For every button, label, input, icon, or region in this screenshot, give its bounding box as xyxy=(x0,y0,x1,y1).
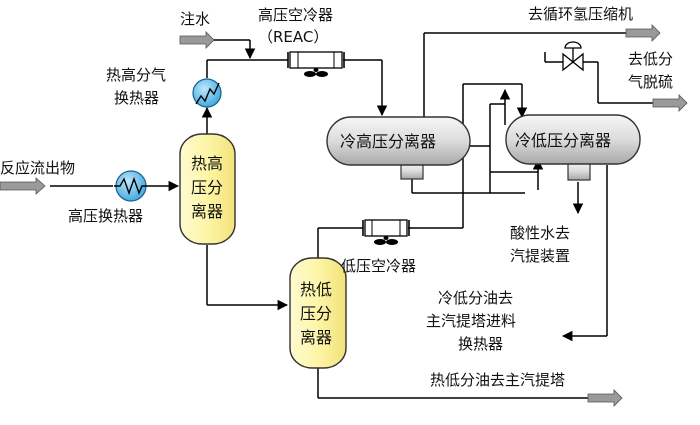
reactor-effluent-label: 反应流出物 xyxy=(0,159,75,177)
hot-lp-separator xyxy=(289,257,347,369)
reac-name-label: 高压空冷器 xyxy=(258,6,333,24)
hp-exchanger xyxy=(114,170,148,202)
hot-lp-separator-label-3: 离器 xyxy=(300,328,332,347)
stream-arrow-icon xyxy=(652,94,688,112)
labels: 注水 高压空冷器 （REAC） 去循环氢压缩机 去低分 气脱硫 热高分气 换热器… xyxy=(0,5,673,389)
cold-lp-separator-label: 冷低压分离器 xyxy=(515,131,611,150)
hot-lp-separator-label-1: 热低 xyxy=(300,280,332,299)
cold-hp-separator xyxy=(326,116,471,180)
air-cooler-icon xyxy=(304,68,328,77)
hot-hp-gas-exchanger-label-2: 换热器 xyxy=(114,89,159,107)
water-injection-label: 注水 xyxy=(180,10,210,28)
lp-air-cooler xyxy=(362,219,410,245)
control-valve-icon xyxy=(562,41,584,72)
hot-hp-gas-exchanger-label-1: 热高分气 xyxy=(106,66,166,84)
sour-water-label-2: 汽提装置 xyxy=(510,247,570,265)
hp-exchanger-label: 高压换热器 xyxy=(68,207,143,225)
cold-hp-separator-label: 冷高压分离器 xyxy=(340,132,436,151)
stream-arrows xyxy=(0,24,688,407)
to-lgd-label-1: 去低分 xyxy=(628,50,673,68)
process-lines xyxy=(50,32,655,399)
hot-hp-separator-label-3: 离器 xyxy=(191,202,223,221)
hot-hp-separator-label-2: 压分 xyxy=(191,178,223,197)
stream-arrow-icon xyxy=(587,389,623,407)
stream-arrow-icon xyxy=(0,177,46,195)
air-cooler-icon xyxy=(374,236,398,245)
cold-low-oil-label-3: 换热器 xyxy=(458,335,503,353)
hot-hp-gas-exchanger xyxy=(192,78,222,108)
to-recycle-label: 去循环氢压缩机 xyxy=(528,5,633,23)
reac-air-cooler xyxy=(287,51,345,77)
lp-air-cooler-label: 低压空冷器 xyxy=(341,257,416,275)
stream-arrow-icon xyxy=(179,31,215,49)
heat-exchanger-icon xyxy=(114,176,148,196)
cold-low-oil-label-2: 主汽提塔进料 xyxy=(426,312,516,330)
cold-low-oil-label-1: 冷低分油去 xyxy=(438,289,513,307)
to-lgd-label-2: 气脱硫 xyxy=(628,73,673,91)
hot-lp-separator-label-2: 压分 xyxy=(300,304,332,323)
cold-lp-separator xyxy=(505,114,641,181)
heat-exchanger-icon xyxy=(195,82,220,105)
hot-hp-separator-label-1: 热高 xyxy=(191,154,223,173)
hot-low-oil-label: 热低分油去主汽提塔 xyxy=(430,371,565,389)
sour-water-label-1: 酸性水去 xyxy=(510,224,570,242)
hot-hp-separator xyxy=(179,133,236,245)
reac-abbr-label: （REAC） xyxy=(258,28,328,46)
stream-arrow-icon xyxy=(625,24,661,42)
